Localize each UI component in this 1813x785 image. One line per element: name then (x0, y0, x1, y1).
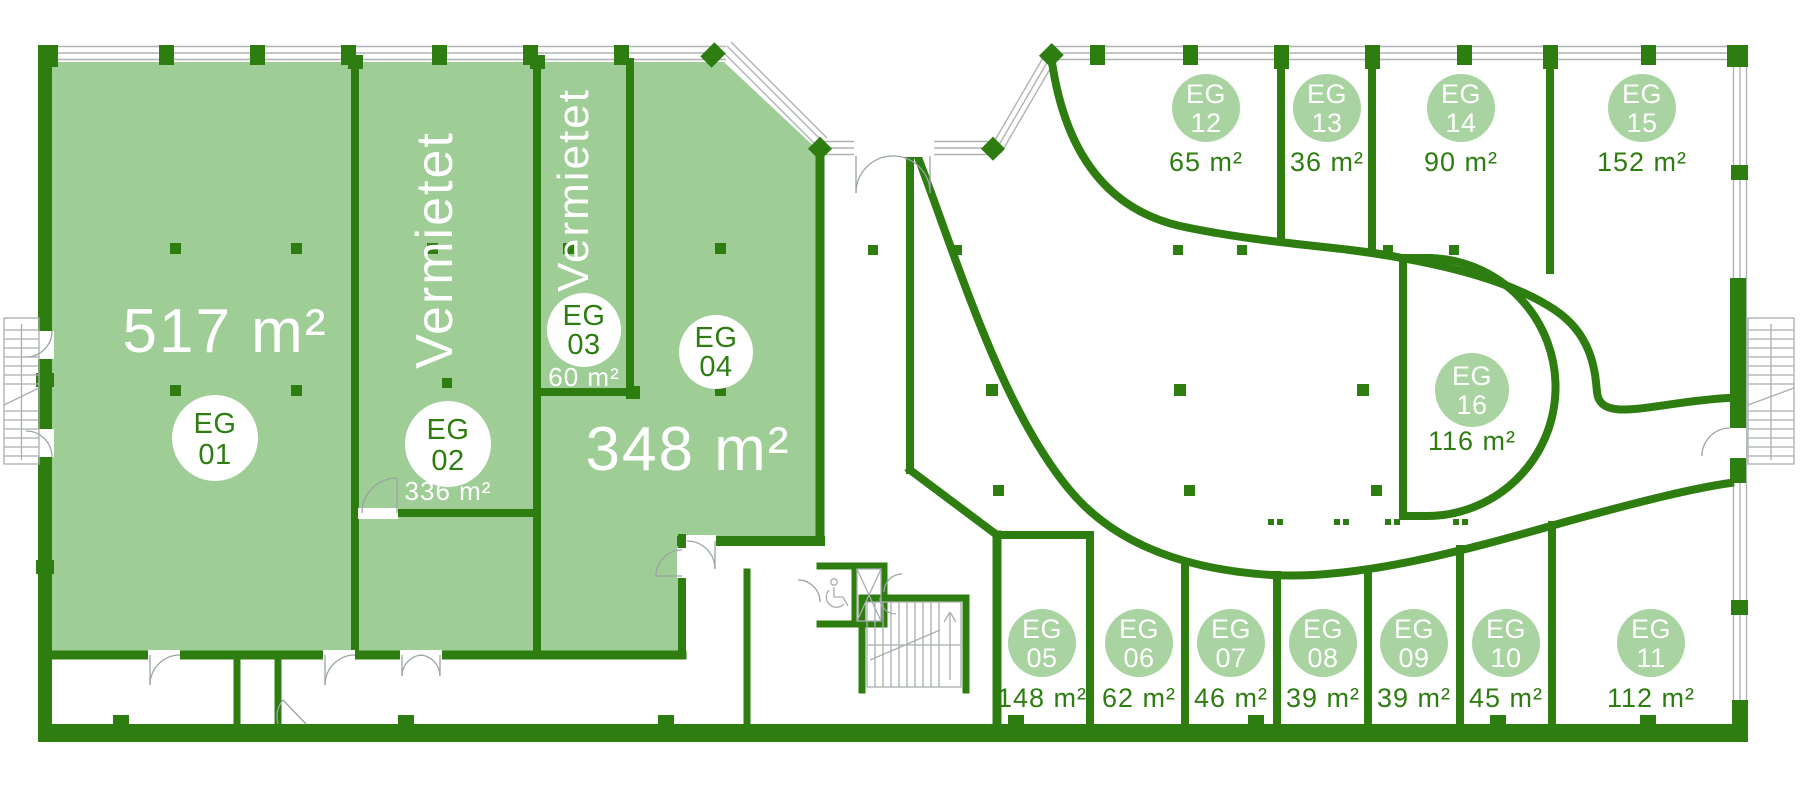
unit-eg10-area: 45 m² (1469, 683, 1543, 713)
unit-eg09-number: 09 (1398, 643, 1429, 673)
unit-badge-eg05[interactable]: EG 05 148 m² (997, 609, 1087, 713)
core-walls (743, 144, 1094, 729)
unit-eg04-number: 04 (699, 351, 732, 383)
elevator (856, 568, 882, 622)
unit-eg16-room-walls (1399, 253, 1560, 521)
unit-badge-eg04[interactable]: EG 04 (679, 315, 753, 389)
unit-eg10-number: 10 (1490, 643, 1521, 673)
unit-eg02-number: 02 (431, 445, 464, 477)
window-band-bevel-right (990, 50, 1058, 154)
unit-eg09-floor: EG (1394, 614, 1434, 644)
unit-eg07-area: 46 m² (1194, 683, 1268, 713)
vermietet-label-2: Vermietet (549, 88, 598, 292)
unit-eg05-floor: EG (1022, 614, 1062, 644)
unit-badge-eg06[interactable]: EG 06 62 m² (1102, 609, 1176, 713)
unit-eg12-area: 65 m² (1169, 147, 1243, 177)
unit-eg06-floor: EG (1119, 614, 1159, 644)
unit-eg07-number: 07 (1215, 643, 1246, 673)
unit-eg01-floor: EG (194, 408, 237, 440)
unit-eg06-number: 06 (1123, 643, 1154, 673)
unit-eg08-area: 39 m² (1286, 683, 1360, 713)
unit-eg15-number: 15 (1626, 108, 1657, 138)
unit-eg09-area: 39 m² (1377, 683, 1451, 713)
unit-badge-eg13[interactable]: EG 13 36 m² (1290, 74, 1364, 177)
unit-eg03-floor: EG (563, 300, 606, 332)
unit-eg05-number: 05 (1026, 643, 1057, 673)
unit-badge-eg07[interactable]: EG 07 46 m² (1194, 609, 1268, 713)
unit-eg03-area: 60 m² (548, 362, 619, 392)
unit-eg03-number: 03 (567, 329, 600, 361)
unit-eg13-number: 13 (1311, 108, 1342, 138)
unit-badge-eg16[interactable]: EG 16 116 m² (1428, 353, 1516, 456)
unit-eg11-number: 11 (1636, 643, 1665, 673)
right-section-walls (1086, 55, 1558, 728)
unit-eg14-number: 14 (1445, 108, 1476, 138)
unit-badge-eg01[interactable]: EG 01 (172, 395, 258, 481)
rented-zone-walls (47, 55, 825, 728)
window-band-bevel-left (721, 41, 828, 148)
window-band-top (38, 45, 1732, 62)
unit-eg16-area: 116 m² (1428, 426, 1516, 456)
stair-external-right (1747, 317, 1795, 465)
vermietet-label-1: Vermietet (406, 131, 464, 369)
unit-eg11-floor: EG (1631, 614, 1671, 644)
unit-badge-eg10[interactable]: EG 10 45 m² (1469, 609, 1543, 713)
unit-eg14-area: 90 m² (1424, 147, 1498, 177)
unit-badge-eg09[interactable]: EG 09 39 m² (1377, 609, 1451, 713)
area-label-517: 517 m² (123, 297, 328, 366)
unit-eg12-floor: EG (1186, 79, 1226, 109)
unit-eg02-floor: EG (427, 414, 470, 446)
unit-eg16-floor: EG (1452, 361, 1492, 391)
unit-badge-eg02[interactable]: EG 02 336 m² (405, 401, 492, 506)
unit-eg05-area: 148 m² (997, 683, 1087, 713)
unit-badge-eg12[interactable]: EG 12 65 m² (1169, 74, 1243, 177)
area-label-348: 348 m² (586, 415, 791, 484)
unit-eg11-area: 112 m² (1607, 683, 1695, 713)
unit-eg14-floor: EG (1441, 79, 1481, 109)
stair-core-internal (866, 601, 962, 688)
stair-external-left (3, 317, 40, 465)
unit-eg08-number: 08 (1307, 643, 1338, 673)
unit-badge-eg14[interactable]: EG 14 90 m² (1424, 74, 1498, 177)
unit-eg16-number: 16 (1456, 390, 1487, 420)
unit-eg10-floor: EG (1486, 614, 1526, 644)
unit-badge-eg15[interactable]: EG 15 152 m² (1597, 74, 1687, 177)
unit-eg12-number: 12 (1190, 108, 1221, 138)
unit-eg13-area: 36 m² (1290, 147, 1364, 177)
unit-badge-eg11[interactable]: EG 11 112 m² (1607, 609, 1695, 713)
structural-columns (170, 243, 1468, 525)
unit-badge-eg08[interactable]: EG 08 39 m² (1286, 609, 1360, 713)
doors (25, 139, 1746, 725)
unit-eg13-floor: EG (1307, 79, 1347, 109)
unit-eg04-floor: EG (695, 322, 738, 354)
unit-eg08-floor: EG (1303, 614, 1343, 644)
unit-eg15-floor: EG (1622, 79, 1662, 109)
unit-eg02-area: 336 m² (405, 476, 492, 506)
wc-wheelchair-icon (825, 578, 849, 608)
unit-eg15-area: 152 m² (1597, 147, 1687, 177)
unit-eg06-area: 62 m² (1102, 683, 1176, 713)
unit-eg01-number: 01 (198, 439, 231, 471)
unit-eg07-floor: EG (1211, 614, 1251, 644)
unit-badge-eg03[interactable]: EG 03 60 m² (547, 293, 621, 392)
